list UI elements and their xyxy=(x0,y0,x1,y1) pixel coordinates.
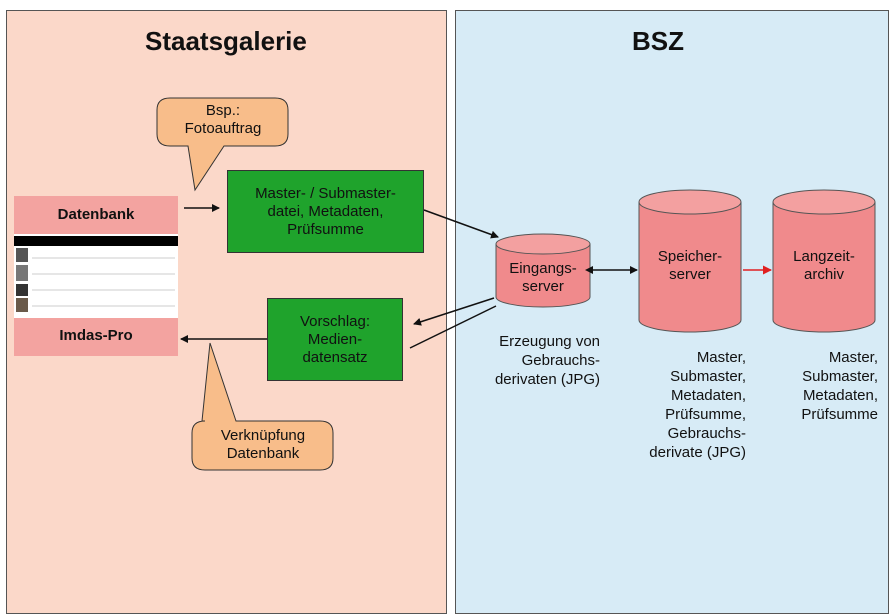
arrow-master-to-eingang xyxy=(423,209,499,239)
speicherserver-label: Speicher- server xyxy=(657,248,723,283)
master-submaster-box: Master- / Submaster- datei, Metadaten, P… xyxy=(227,170,424,253)
vorschlag-box: Vorschlag: Medien- datensatz xyxy=(267,298,403,381)
arrow-eingang-to-vorschlag xyxy=(413,297,495,326)
datenbank-label: Datenbank xyxy=(57,206,135,223)
callout-fotoauftrag: Bsp.: Fotoauftrag xyxy=(184,102,262,137)
arrow-vorschlag-to-eingang xyxy=(409,305,497,349)
eingangsserver-cylinder xyxy=(495,233,591,308)
eingang-caption: Erzeugung von Gebrauchs- derivaten (JPG) xyxy=(494,333,600,388)
speicherserver-cylinder xyxy=(638,189,742,333)
staatsgalerie-title: Staatsgalerie xyxy=(145,26,307,56)
eingangsserver-label: Eingangs- server xyxy=(509,260,577,295)
callout-bottom-shape xyxy=(191,342,334,471)
database-screenshot xyxy=(14,196,178,356)
bsz-title: BSZ xyxy=(632,26,684,56)
imdas-pro-label: Imdas-Pro xyxy=(59,327,133,344)
langzeit-caption: Master, Submaster, Metadaten, Prüfsumme xyxy=(801,349,878,423)
speicher-caption: Master, Submaster, Metadaten, Prüfsumme,… xyxy=(649,349,746,461)
langzeitarchiv-label: Langzeit- archiv xyxy=(793,248,855,283)
callout-verknuepfung: Verknüpfung Datenbank xyxy=(220,427,306,462)
callout-top-shape xyxy=(156,97,289,192)
langzeitarchiv-cylinder xyxy=(772,189,876,333)
